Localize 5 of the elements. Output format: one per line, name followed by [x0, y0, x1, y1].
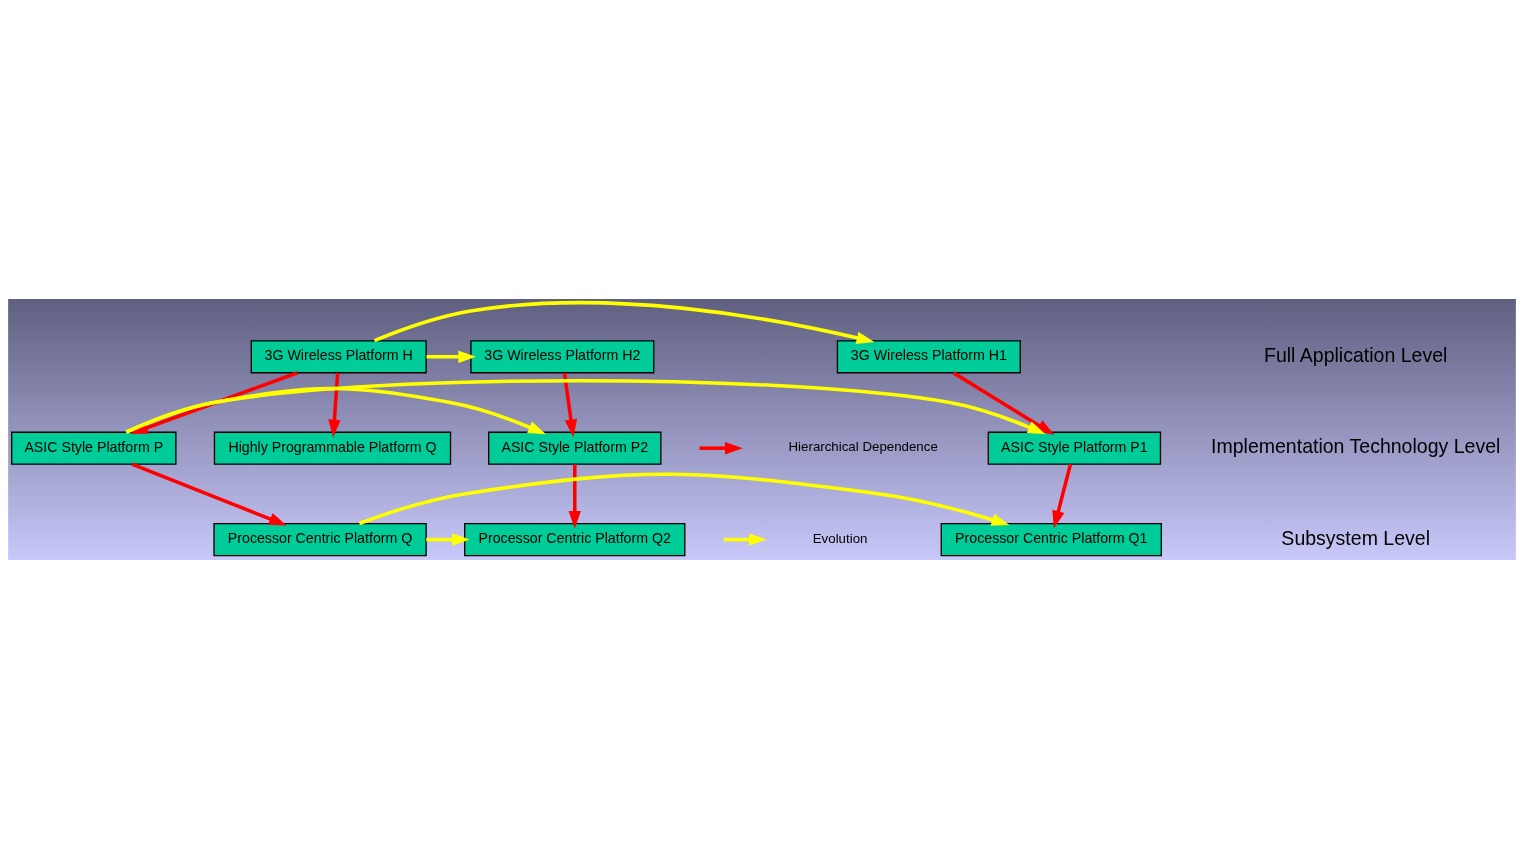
legend-label: Evolution: [812, 530, 868, 546]
label: Implementation Technology Level: [1211, 435, 1501, 458]
legend-label: Hierarchical Dependence: [788, 439, 938, 455]
label: Subsystem Level: [1281, 526, 1430, 549]
label: Full Application Level: [1264, 343, 1448, 366]
